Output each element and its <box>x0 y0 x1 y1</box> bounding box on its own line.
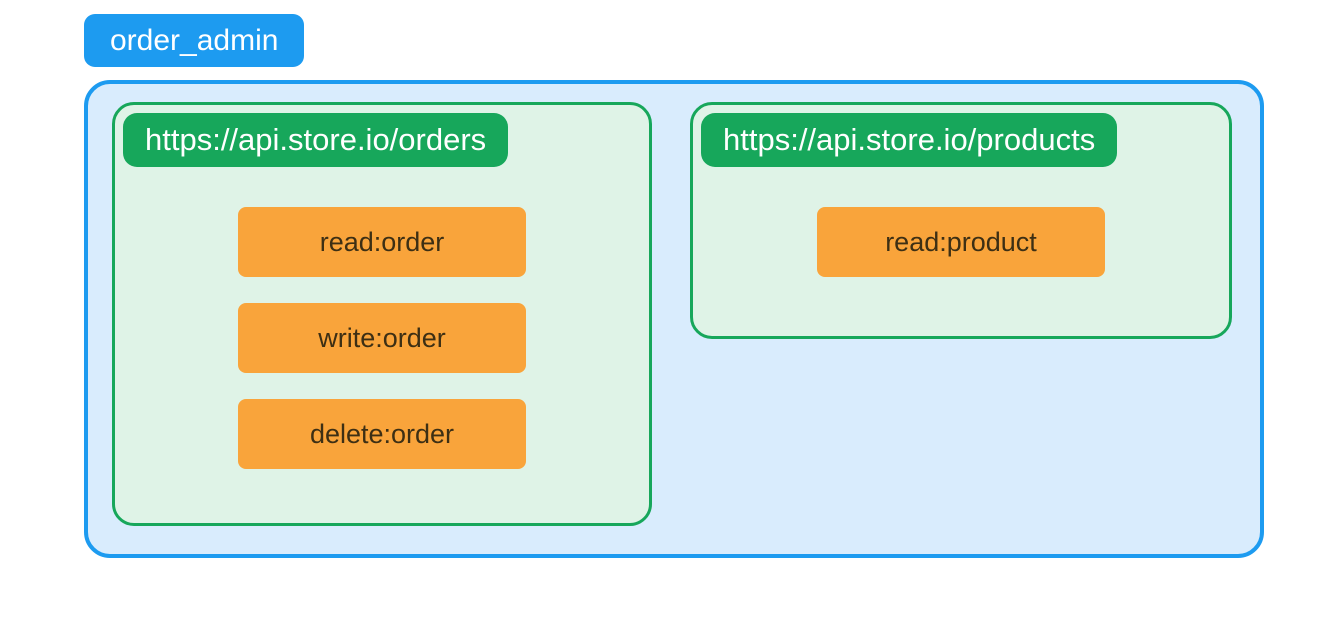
role-scope-container: https://api.store.io/orders read:order w… <box>84 80 1264 558</box>
scope-badge-read-order: read:order <box>238 207 526 277</box>
scope-label: read:product <box>885 226 1037 257</box>
scope-label: write:order <box>318 322 446 353</box>
scope-list-products: read:product <box>817 207 1105 277</box>
role-badge: order_admin <box>84 14 305 67</box>
scope-list-orders: read:order write:order delete:order <box>238 207 526 469</box>
scope-badge-read-product: read:product <box>817 207 1105 277</box>
resource-url-text: https://api.store.io/orders <box>145 122 487 157</box>
scope-badge-delete-order: delete:order <box>238 399 526 469</box>
role-label: order_admin <box>110 23 279 57</box>
scope-label: delete:order <box>309 418 455 449</box>
resource-url-badge-products: https://api.store.io/products <box>701 113 1118 167</box>
resource-box-products: https://api.store.io/products read:produ… <box>690 102 1232 339</box>
scope-label: read:order <box>319 226 445 257</box>
scope-badge-write-order: write:order <box>238 303 526 373</box>
resource-url-text: https://api.store.io/products <box>723 122 1096 157</box>
resource-url-badge-orders: https://api.store.io/orders <box>123 113 509 167</box>
resource-box-orders: https://api.store.io/orders read:order w… <box>112 102 652 526</box>
